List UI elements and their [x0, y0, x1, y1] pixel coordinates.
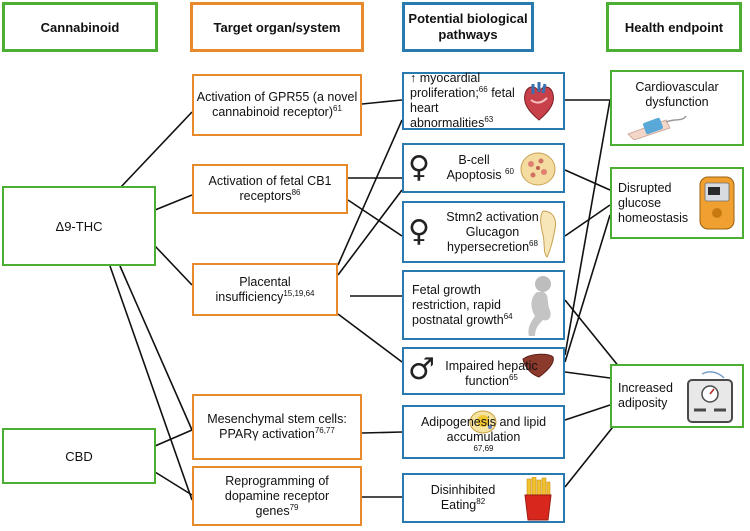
scale-icon: [687, 371, 733, 423]
header-target: Target organ/system: [190, 2, 364, 52]
female-symbol-icon: ♀: [408, 214, 430, 249]
heart-icon: [524, 82, 554, 121]
pathway-myocardial: ↑ myocardial proliferation;66 fetal hear…: [402, 71, 565, 130]
link-hepatic-glucose: [564, 214, 611, 363]
link-thc-cb1: [154, 194, 193, 211]
pathway-fetal-growth: Fetal growth restriction, rapid postnata…: [402, 270, 565, 340]
header-endpoint: Health endpoint: [606, 2, 742, 52]
pancreas-icon: [540, 210, 556, 258]
link-placental-bcell: [337, 189, 403, 276]
endpoint-cardio: Cardiovascular dysfunction: [610, 70, 744, 146]
pathway-eating: Disinhibited Eating82: [402, 473, 565, 523]
cannabinoid-thc: Δ9-THC: [2, 186, 156, 266]
link-thc-gpr55: [119, 111, 193, 189]
link-mesenchymal-adipogenesis: [361, 431, 403, 434]
link-gpr55-myocardial: [361, 99, 403, 105]
link-placental-hepatic: [337, 313, 403, 363]
link-hepatic-cardio: [564, 99, 611, 356]
target-mesenchymal: Mesenchymal stem cells: PPARγ activation…: [192, 394, 362, 460]
endpoint-glucose: Disrupted glucose homeostasis: [610, 167, 744, 239]
link-thc-dopamine: [109, 265, 193, 501]
link-cb1-stmn2: [347, 199, 403, 237]
link-cbd-dopamine: [154, 471, 193, 496]
header-pathways: Potential biological pathways: [402, 2, 534, 52]
target-dopamine: Reprogramming of dopamine receptor genes…: [192, 466, 362, 526]
female-symbol-icon: ♀: [408, 150, 430, 185]
liver-icon: [522, 353, 554, 378]
cannabinoid-cbd: CBD: [2, 428, 156, 484]
target-placental: Placental insufficiency15,19,64: [192, 263, 338, 316]
infant-icon: [528, 276, 551, 336]
link-thc-mesenchymal: [119, 265, 193, 431]
male-symbol-icon: ♂: [408, 352, 435, 387]
link-fetal-adiposity: [564, 299, 621, 369]
french-fries-icon: [524, 477, 552, 521]
link-bcell-glucose: [564, 169, 611, 191]
target-gpr55: Activation of GPR55 (a novel cannabinoid…: [192, 74, 362, 136]
pathway-stmn2: ♀ Stmn2 activation Glucagon hypersecreti…: [402, 201, 565, 263]
fat-cell-icon: [469, 410, 497, 434]
pathway-adipogenesis: Adipogenesis and lipid accumulation67,69: [402, 405, 565, 459]
link-stmn2-glucose: [564, 204, 611, 237]
glucose-meter-icon: [699, 176, 735, 230]
link-thc-placental: [154, 245, 193, 286]
link-adipogenesis-adiposity: [564, 404, 611, 421]
pancreas-cells-icon: [520, 152, 556, 186]
blood-pressure-cuff-icon: [627, 115, 687, 140]
endpoint-adiposity: Increased adiposity: [610, 364, 744, 428]
header-cannabinoid: Cannabinoid: [2, 2, 158, 52]
link-cbd-mesenchymal: [154, 429, 193, 447]
link-placental-myocardial: [337, 119, 403, 266]
target-cb1: Activation of fetal CB1 receptors86: [192, 164, 348, 214]
link-hepatic-adiposity: [564, 371, 611, 379]
pathway-hepatic: ♂ Impaired hepatic function65: [402, 347, 565, 395]
